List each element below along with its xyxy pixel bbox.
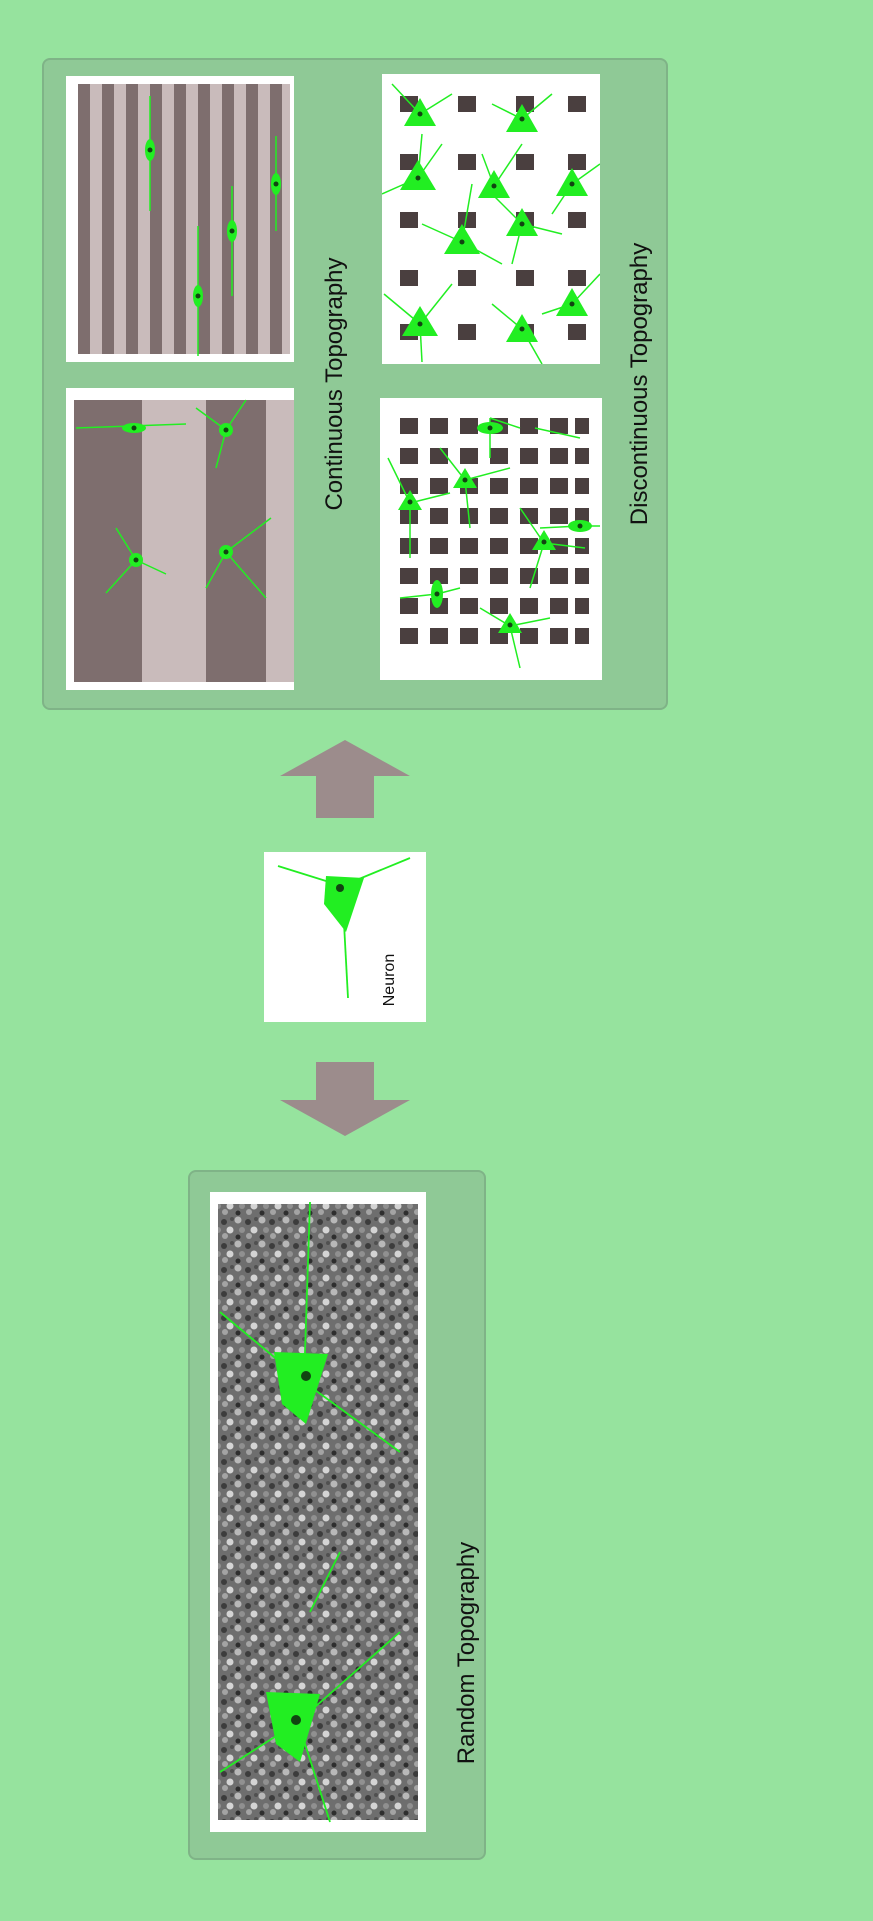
discontinuous-topography-label: Discontinuous Topography [626,242,653,526]
arrow-down-icon [280,1062,410,1136]
sparse-pillars-image [382,74,600,364]
continuous-topography-label: Continuous Topography [321,257,348,511]
random-topography-label: Random Topography [453,1541,480,1765]
dense-pillars-image [380,398,602,680]
neuron-image [264,852,426,1022]
random-surface-image [210,1192,426,1832]
narrow-stripes-image [66,76,294,362]
arrow-up-icon [280,740,410,818]
neuron-label: Neuron [381,953,398,1007]
wide-stripes-image [66,388,294,690]
